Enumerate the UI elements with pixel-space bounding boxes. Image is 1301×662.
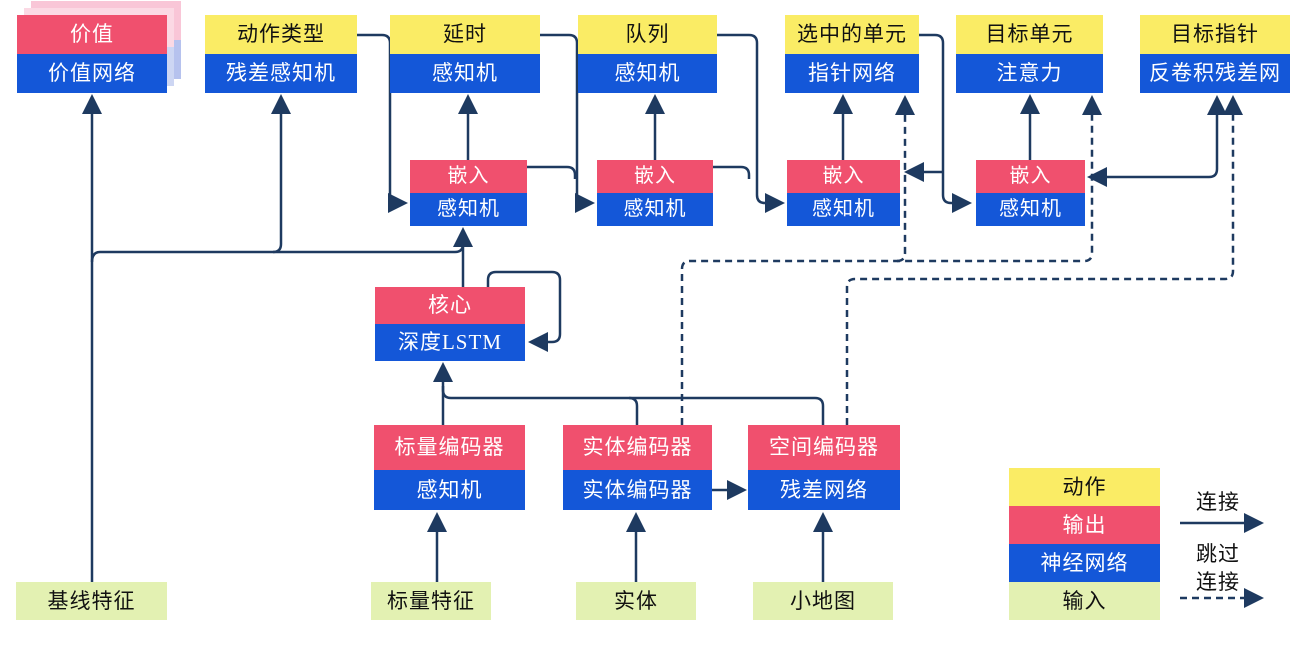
wire-delay-to-emb2 <box>540 33 595 213</box>
node-baseline-features: 基线特征 <box>16 582 167 620</box>
node-embedding-4: 嵌入 感知机 <box>976 160 1085 226</box>
delay-network-label: 感知机 <box>390 54 540 93</box>
node-delay-head: 延时 感知机 <box>390 15 540 93</box>
target-point-network-label: 反卷积残差网 <box>1140 54 1290 93</box>
embedding-4-label: 嵌入 <box>976 160 1085 193</box>
skip-entityenc-to-selected <box>895 95 915 263</box>
embedding-2-label: 嵌入 <box>597 160 713 193</box>
wire-queue-to-emb3 <box>717 33 785 213</box>
embedding-3-network-label: 感知机 <box>787 193 900 226</box>
queue-label: 队列 <box>578 15 717 54</box>
node-spatial-encoder: 空间编码器 残差网络 <box>748 425 900 510</box>
legend-skip-label-line2: 连接 <box>1196 570 1240 594</box>
wire-core-self-loop <box>486 270 562 352</box>
delay-label: 延时 <box>390 15 540 54</box>
embedding-1-label: 嵌入 <box>410 160 527 193</box>
node-target-point-head: 目标指针 反卷积残差网 <box>1140 15 1290 93</box>
node-target-unit-head: 目标单元 注意力 <box>956 15 1103 93</box>
spatial-encoder-network-label: 残差网络 <box>748 470 900 510</box>
target-point-label: 目标指针 <box>1140 15 1290 54</box>
node-entities: 实体 <box>576 582 696 620</box>
core-network-label: 深度LSTM <box>375 324 525 361</box>
legend-skip-label-line1: 跳过 <box>1196 542 1240 566</box>
legend-input-chip: 输入 <box>1009 582 1160 620</box>
node-action-type-head: 动作类型 残差感知机 <box>205 15 357 93</box>
node-embedding-3: 嵌入 感知机 <box>787 160 900 226</box>
action-type-network-label: 残差感知机 <box>205 54 357 93</box>
legend-connection-label: 连接 <box>1196 490 1240 514</box>
node-scalar-encoder: 标量编码器 感知机 <box>374 425 525 510</box>
core-label: 核心 <box>375 287 525 324</box>
queue-network-label: 感知机 <box>578 54 717 93</box>
node-queue-head: 队列 感知机 <box>578 15 717 93</box>
node-embedding-1: 嵌入 感知机 <box>410 160 527 226</box>
wire-core-to-actiontype <box>271 94 291 254</box>
wire-emb2-merge <box>713 165 751 179</box>
node-minimap: 小地图 <box>753 582 893 620</box>
legend-action-chip: 动作 <box>1009 468 1160 506</box>
action-type-label: 动作类型 <box>205 15 357 54</box>
selected-units-label: 选中的单元 <box>785 15 919 54</box>
node-scalar-features: 标量特征 <box>371 582 491 620</box>
legend-output-chip: 输出 <box>1009 506 1160 544</box>
skip-entityenc-to-targetunit <box>680 95 1102 425</box>
skip-spatialenc-to-targetpoint <box>845 95 1243 425</box>
embedding-4-network-label: 感知机 <box>976 193 1085 226</box>
node-selected-units-head: 选中的单元 指针网络 <box>785 15 919 93</box>
value-output-label: 价值 <box>17 15 167 54</box>
wire-core-branch-left <box>90 243 465 263</box>
embedding-3-label: 嵌入 <box>787 160 900 193</box>
embedding-2-network-label: 感知机 <box>597 193 713 226</box>
wire-actiontype-to-emb1 <box>357 33 408 213</box>
wire-emb1-merge <box>527 165 577 179</box>
node-value-head: 价值 价值网络 <box>17 15 167 93</box>
spatial-encoder-label: 空间编码器 <box>748 425 900 470</box>
target-unit-network-label: 注意力 <box>956 54 1103 93</box>
node-core: 核心 深度LSTM <box>375 287 525 361</box>
embedding-1-network-label: 感知机 <box>410 193 527 226</box>
node-entity-encoder: 实体编码器 实体编码器 <box>563 425 712 510</box>
node-embedding-2: 嵌入 感知机 <box>597 160 713 226</box>
scalar-encoder-network-label: 感知机 <box>374 470 525 510</box>
target-unit-label: 目标单元 <box>956 15 1103 54</box>
legend-network-chip: 神经网络 <box>1009 544 1160 582</box>
wire-emb4-targetpoint <box>1087 95 1227 187</box>
wire-selected-to-emb4 <box>919 33 972 213</box>
scalar-encoder-label: 标量编码器 <box>374 425 525 470</box>
selected-units-network-label: 指针网络 <box>785 54 919 93</box>
entity-encoder-label: 实体编码器 <box>563 425 712 470</box>
entity-encoder-network-label: 实体编码器 <box>563 470 712 510</box>
value-network-label: 价值网络 <box>17 54 167 93</box>
wire-entityenc-merge <box>628 396 639 470</box>
